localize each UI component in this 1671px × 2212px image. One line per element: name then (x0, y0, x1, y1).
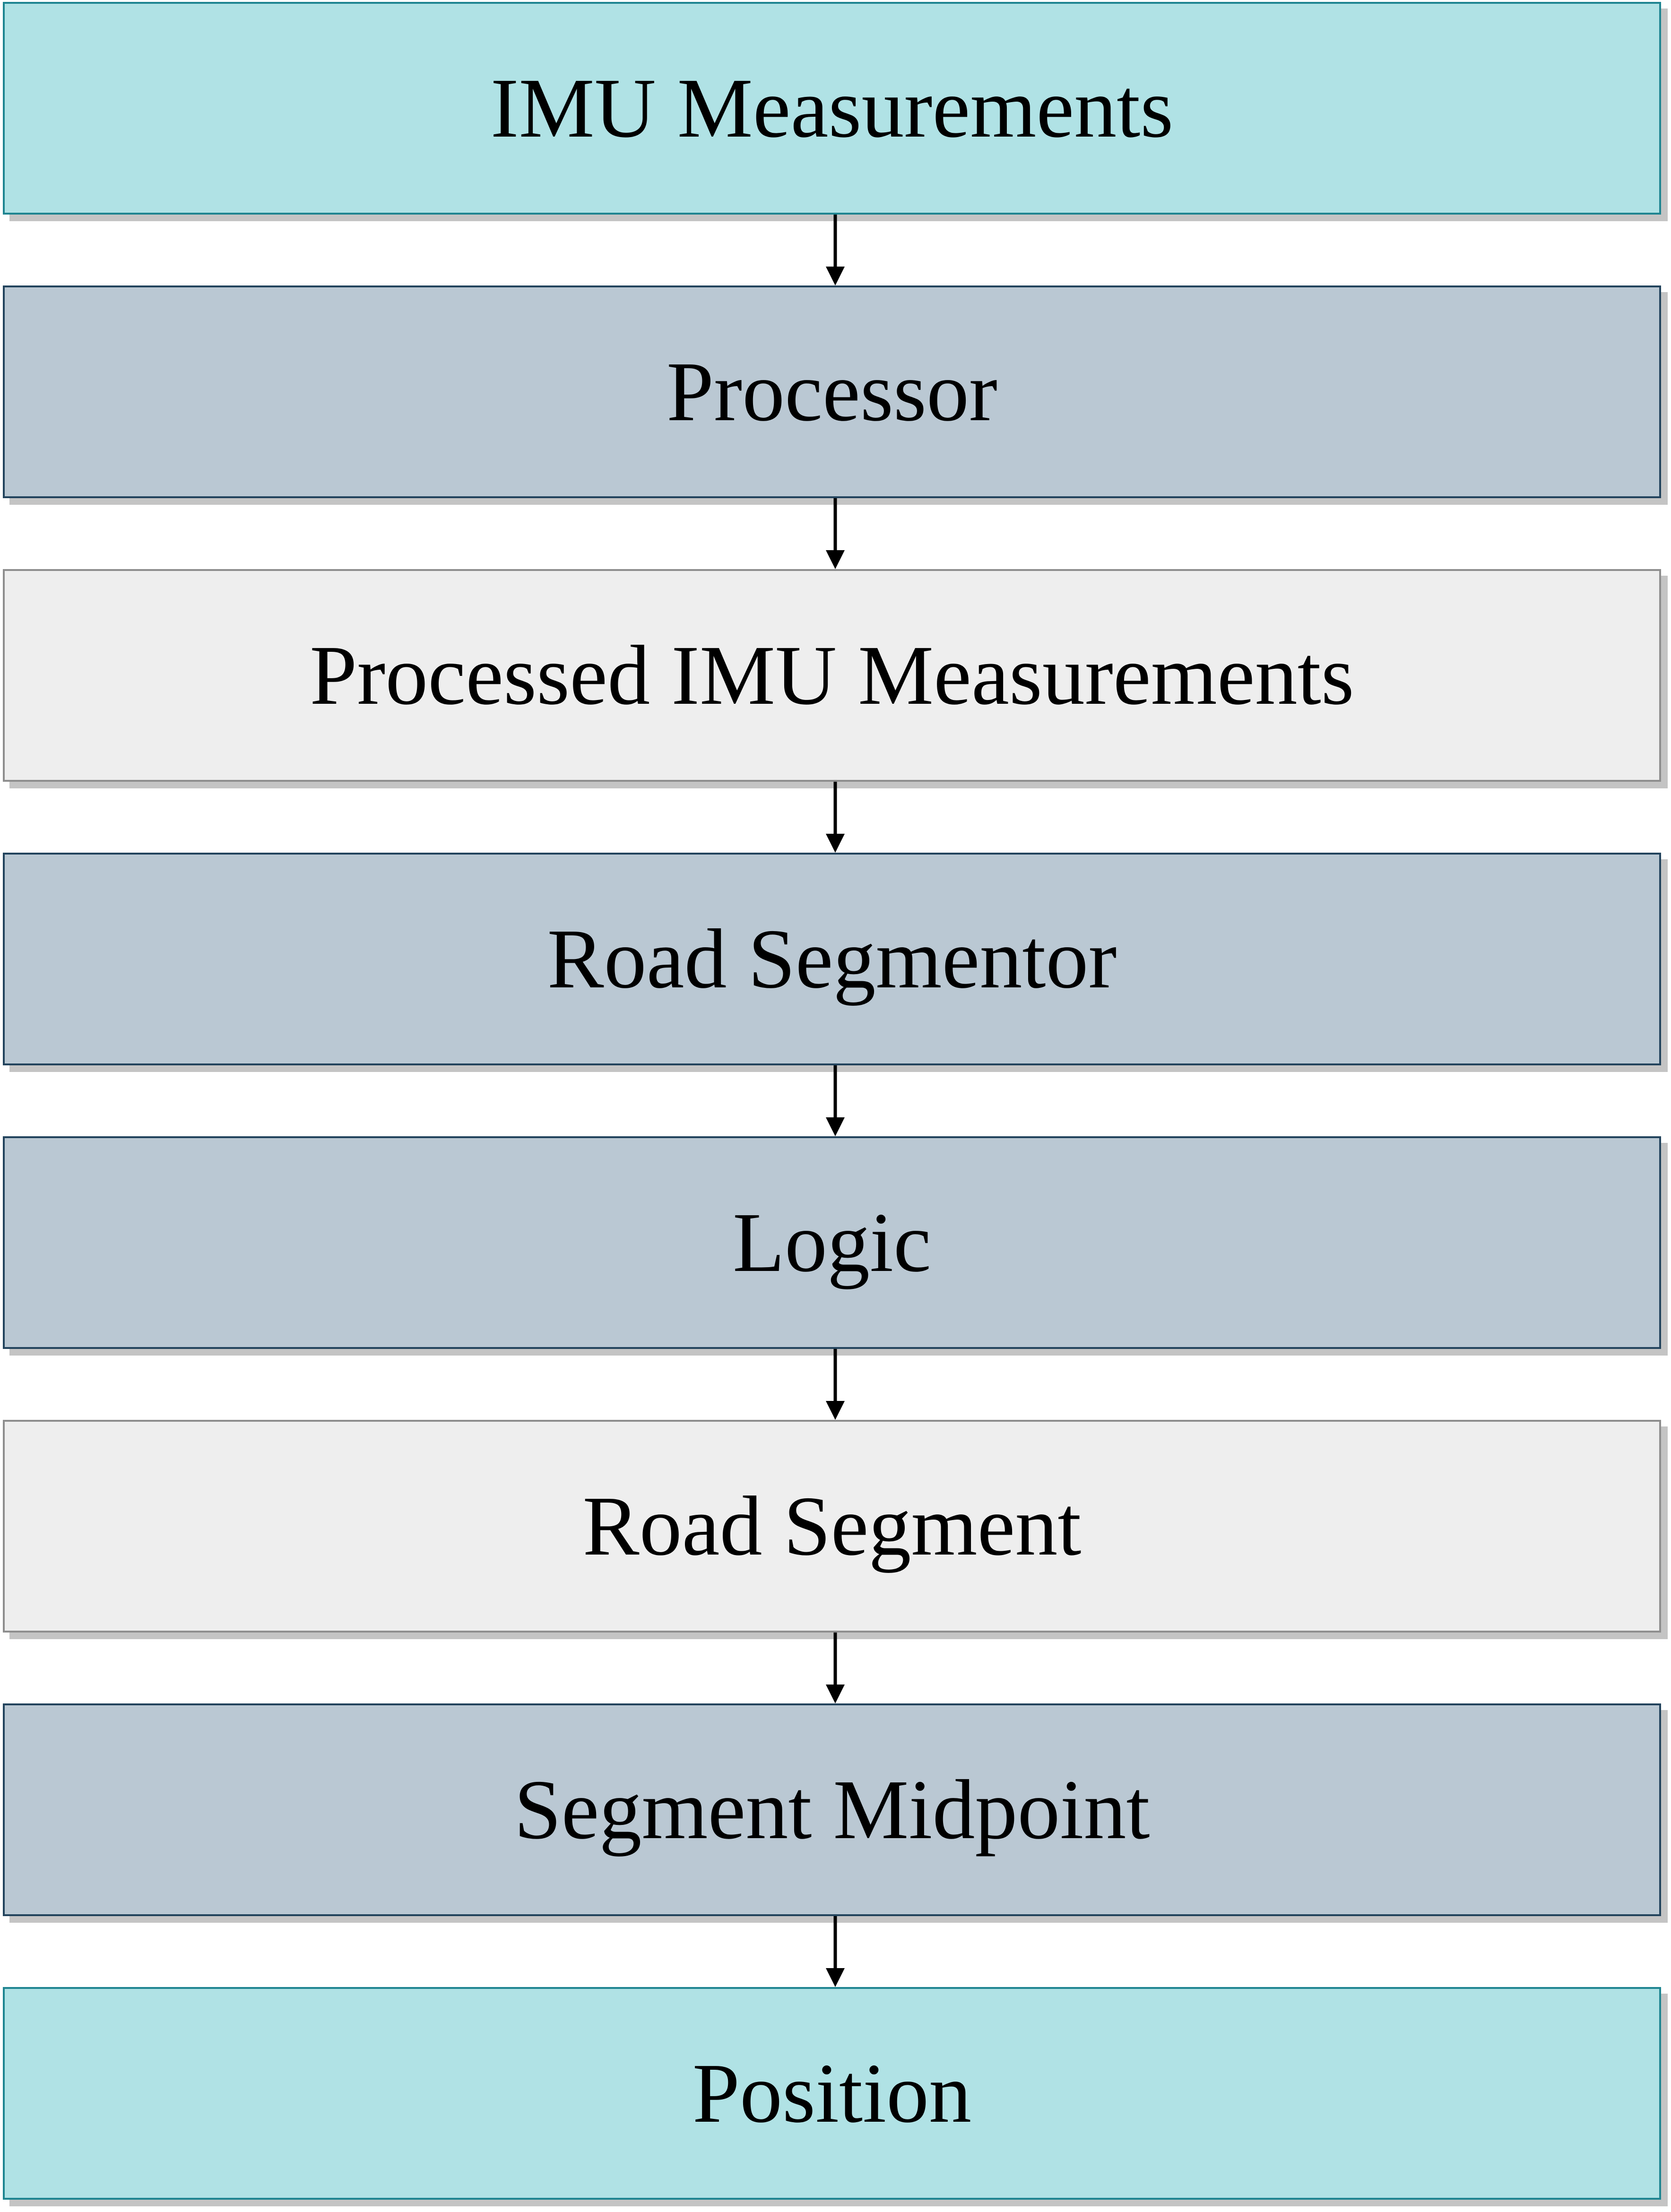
arrow-connector (826, 1916, 845, 1987)
step-position: Position (3, 1987, 1661, 2200)
step-road-segmentor: Road Segmentor (3, 853, 1661, 1065)
arrow-connector (826, 782, 845, 853)
step-label: IMU Measurements (490, 61, 1174, 155)
step-logic: Logic (3, 1136, 1661, 1349)
step-label: Processor (667, 345, 997, 439)
step-label: Segment Midpoint (514, 1763, 1150, 1857)
step-label: Road Segment (582, 1479, 1082, 1573)
arrow-connector (826, 498, 845, 569)
step-processor: Processor (3, 285, 1661, 498)
step-label: Logic (733, 1195, 931, 1289)
arrow-connector (826, 1349, 845, 1420)
step-road-segment: Road Segment (3, 1420, 1661, 1633)
step-segment-midpoint: Segment Midpoint (3, 1703, 1661, 1916)
step-processed-imu-measurements: Processed IMU Measurements (3, 569, 1661, 782)
arrow-connector (826, 215, 845, 285)
arrow-connector (826, 1065, 845, 1136)
step-label: Processed IMU Measurements (310, 628, 1354, 722)
step-label: Position (692, 2046, 972, 2140)
step-label: Road Segmentor (547, 912, 1117, 1006)
step-imu-measurements: IMU Measurements (3, 2, 1661, 215)
arrow-connector (826, 1633, 845, 1703)
